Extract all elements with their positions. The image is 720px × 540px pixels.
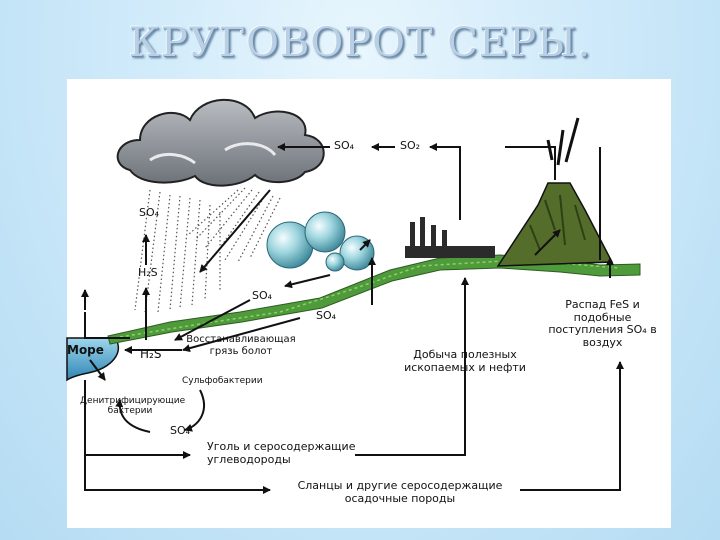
so4-cloud-label: SO₄ <box>334 139 355 152</box>
mining-label: Добыча полезных ископаемых и нефти <box>404 348 526 374</box>
h2s-bottom-label: H₂S <box>140 347 162 361</box>
so4-mid-label: SO₄ <box>252 289 273 302</box>
swamp-label: Восстанавливающая грязь болот <box>186 334 296 357</box>
cloud-icon <box>116 98 325 187</box>
bubbles-icon <box>266 211 375 272</box>
h2s-top-label: H₂S <box>138 266 158 279</box>
so2-label: SO₂ <box>400 139 421 152</box>
sea-icon <box>66 337 120 382</box>
shale-label: Сланцы и другие серосодержащие осадочные… <box>297 479 503 505</box>
volcano-icon <box>496 117 614 267</box>
sulfobacteria-label: Сульфобактерии <box>182 376 263 386</box>
sea-label: Море <box>67 343 104 357</box>
denitrifying-label: Денитрифицирующие бактерии <box>80 396 186 417</box>
fes-label: Распад FeS и подобные поступления SO₄ в … <box>548 298 657 349</box>
so4-mid2-label: SO₄ <box>316 309 337 322</box>
so4-left-label: SO₄ <box>139 206 160 219</box>
arrows <box>81 143 624 494</box>
coal-label: Уголь и серосодержащие углеводороды <box>207 440 356 466</box>
so4-bottom-label: SO₄ <box>170 424 191 437</box>
factory-icon <box>405 217 495 258</box>
slide-title: КРУГОВОРОТ СЕРЫ. <box>128 20 592 66</box>
